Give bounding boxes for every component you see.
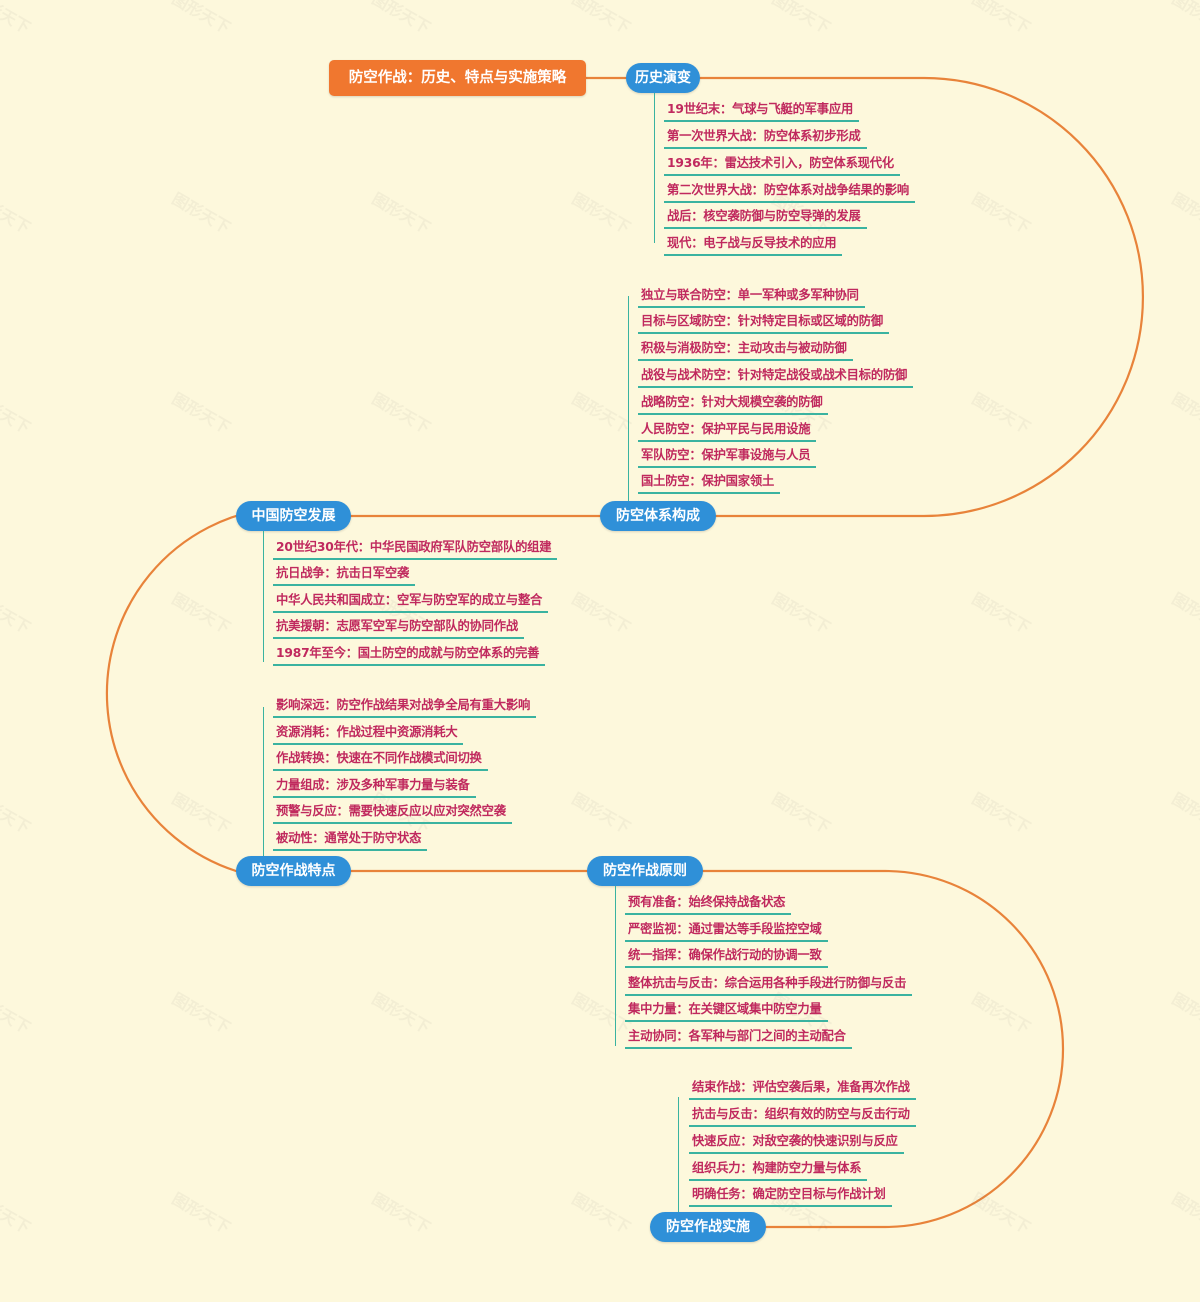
leaf-item[interactable]: 集中力量：在关键区域集中防空力量: [625, 1000, 828, 1022]
leaf-item[interactable]: 预警与反应：需要快速反应以应对突然空袭: [273, 802, 512, 824]
leaf-item[interactable]: 独立与联合防空：单一军种或多军种协同: [638, 286, 865, 308]
leaf-item[interactable]: 主动协同：各军种与部门之间的主动配合: [625, 1027, 852, 1049]
leaf-item[interactable]: 第一次世界大战：防空体系初步形成: [664, 127, 867, 149]
branch-features[interactable]: 防空作战特点: [236, 856, 351, 886]
branch-connector: [678, 1097, 679, 1212]
branch-connector: [654, 93, 655, 243]
leaf-item[interactable]: 预有准备：始终保持战备状态: [625, 893, 792, 915]
leaf-item[interactable]: 中华人民共和国成立：空军与防空军的成立与整合: [273, 591, 549, 613]
leaf-item[interactable]: 影响深远：防空作战结果对战争全局有重大影响: [273, 696, 537, 718]
leaf-item[interactable]: 积极与消极防空：主动攻击与被动防御: [638, 339, 853, 361]
branch-connector: [615, 886, 616, 1046]
branch-connector: [263, 531, 264, 662]
leaf-item[interactable]: 目标与区域防空：针对特定目标或区域的防御: [638, 312, 889, 334]
branch-connector: [263, 707, 264, 856]
leaf-item[interactable]: 第二次世界大战：防空体系对战争结果的影响: [664, 181, 915, 203]
leaf-item[interactable]: 整体抗击与反击：综合运用各种手段进行防御与反击: [625, 974, 913, 996]
leaf-item[interactable]: 结束作战：评估空袭后果，准备再次作战: [689, 1078, 916, 1100]
leaf-item[interactable]: 组织兵力：构建防空力量与体系: [689, 1159, 868, 1181]
leaf-item[interactable]: 人民防空：保护平民与民用设施: [638, 420, 817, 442]
leaf-item[interactable]: 战略防空：针对大规模空袭的防御: [638, 393, 829, 415]
branch-implementation[interactable]: 防空作战实施: [650, 1212, 766, 1242]
branch-history[interactable]: 历史演变: [626, 63, 700, 93]
root-topic[interactable]: 防空作战：历史、特点与实施策略: [329, 60, 586, 96]
leaf-item[interactable]: 抗击与反击：组织有效的防空与反击行动: [689, 1105, 916, 1127]
leaf-item[interactable]: 力量组成：涉及多种军事力量与装备: [273, 776, 476, 798]
leaf-item[interactable]: 军队防空：保护军事设施与人员: [638, 446, 817, 468]
leaf-item[interactable]: 严密监视：通过雷达等手段监控空域: [625, 920, 828, 942]
leaf-item[interactable]: 被动性：通常处于防守状态: [273, 829, 428, 851]
leaf-item[interactable]: 抗日战争：抗击日军空袭: [273, 564, 416, 586]
leaf-item[interactable]: 20世纪30年代：中华民国政府军队防空部队的组建: [273, 538, 558, 560]
leaf-item[interactable]: 统一指挥：确保作战行动的协调一致: [625, 946, 828, 968]
leaf-item[interactable]: 19世纪末：气球与飞艇的军事应用: [664, 100, 860, 122]
branch-system[interactable]: 防空体系构成: [600, 501, 716, 531]
branch-connector: [628, 296, 629, 501]
leaf-item[interactable]: 明确任务：确定防空目标与作战计划: [689, 1185, 892, 1207]
leaf-item[interactable]: 抗美援朝：志愿军空军与防空部队的协同作战: [273, 617, 524, 639]
branch-principles[interactable]: 防空作战原则: [587, 856, 703, 886]
leaf-item[interactable]: 国土防空：保护国家领土: [638, 472, 781, 494]
leaf-item[interactable]: 作战转换：快速在不同作战模式间切换: [273, 749, 488, 771]
leaf-item[interactable]: 战役与战术防空：针对特定战役或战术目标的防御: [638, 366, 914, 388]
leaf-item[interactable]: 快速反应：对敌空袭的快速识别与反应: [689, 1132, 904, 1154]
branch-china[interactable]: 中国防空发展: [236, 501, 351, 531]
leaf-item[interactable]: 战后：核空袭防御与防空导弹的发展: [664, 207, 867, 229]
leaf-item[interactable]: 1987年至今：国土防空的成就与防空体系的完善: [273, 644, 546, 666]
leaf-item[interactable]: 资源消耗：作战过程中资源消耗大: [273, 723, 464, 745]
leaf-item[interactable]: 1936年：雷达技术引入，防空体系现代化: [664, 154, 900, 176]
leaf-item[interactable]: 现代：电子战与反导技术的应用: [664, 234, 843, 256]
